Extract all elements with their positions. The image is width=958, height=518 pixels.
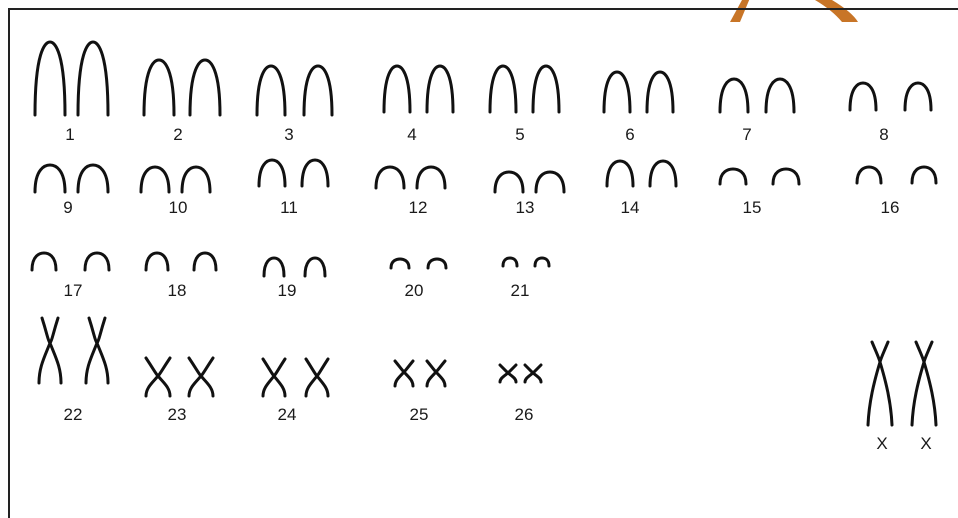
chromosome-22-b-right-strand	[97, 318, 108, 383]
chromosome-24-a-right-strand	[274, 359, 285, 396]
pair-label-24: 24	[278, 405, 297, 424]
chromosome-17-a	[32, 253, 56, 270]
chromosome-17-b	[85, 253, 109, 270]
chromosome-12-a	[376, 167, 404, 188]
pair-label-11: 11	[280, 198, 298, 217]
chromosome-8-b	[905, 83, 931, 110]
chromosome-8-a	[850, 83, 876, 110]
chromosome-24-b-right-strand	[317, 359, 328, 396]
pair-label-20: 20	[405, 281, 424, 300]
pair-label-2: 2	[173, 125, 182, 144]
chromosome-6-a	[604, 72, 630, 112]
pair-label-18: 18	[168, 281, 187, 300]
pair-label-21: 21	[511, 281, 530, 300]
sex-chromosome-1-left-strand	[868, 342, 880, 425]
chromosome-1-a	[35, 42, 65, 115]
pair-label-23: 23	[168, 405, 187, 424]
chromosome-3-a	[257, 66, 285, 115]
chromosome-16-b	[912, 167, 936, 183]
pair-label-17: 17	[64, 281, 83, 300]
pair-label-8: 8	[879, 125, 888, 144]
chromosome-24-a-left-strand	[263, 359, 274, 396]
chromosome-4-b	[427, 66, 453, 112]
chromosome-19-b	[305, 258, 325, 276]
pair-label-13: 13	[516, 198, 535, 217]
chromosome-15-b	[773, 169, 799, 184]
chromosome-23-a-left-strand	[146, 358, 158, 396]
pair-label-26: 26	[515, 405, 534, 424]
pair-label-5: 5	[515, 125, 524, 144]
pair-label-9: 9	[63, 198, 72, 217]
chromosome-22-a-left-strand	[39, 318, 50, 383]
chromosome-10-a	[141, 167, 169, 192]
chromosome-25-b-right-strand	[436, 361, 445, 386]
pair-label-22: 22	[64, 405, 83, 424]
chromosome-24-b-left-strand	[306, 359, 317, 396]
chromosome-6-b	[647, 72, 673, 112]
chromosome-19-a	[264, 258, 284, 276]
chromosome-14-b	[650, 161, 676, 186]
chromosome-13-b	[536, 172, 564, 192]
watermark	[730, 0, 858, 22]
chromosome-26-a-right-strand	[508, 365, 516, 382]
pair-label-6: 6	[625, 125, 634, 144]
chromosome-marks	[32, 42, 936, 425]
sex-chromosome-2-right-strand	[924, 342, 936, 425]
frame-border	[9, 9, 958, 518]
chromosome-18-b	[194, 253, 216, 270]
chromosome-20-a	[391, 259, 409, 268]
chromosome-22-a-right-strand	[50, 318, 61, 383]
chromosome-25-a-left-strand	[395, 361, 404, 386]
chromosome-7-a	[720, 79, 748, 112]
chromosome-9-a	[35, 165, 65, 192]
chromosome-4-a	[384, 66, 410, 112]
chromosome-23-a-right-strand	[158, 358, 170, 396]
chromosome-21-a	[503, 258, 517, 266]
sex-chromosome-label-1: X	[876, 434, 887, 453]
chromosome-12-b	[417, 167, 445, 188]
chromosome-5-a	[490, 66, 516, 112]
chromosome-21-b	[535, 258, 549, 266]
chromosome-7-b	[766, 79, 794, 112]
chromosome-26-b-right-strand	[533, 365, 541, 382]
chromosome-18-a	[146, 253, 168, 270]
chromosome-1-b	[78, 42, 108, 115]
watermark-shape-left	[730, 0, 750, 22]
pair-label-25: 25	[410, 405, 429, 424]
pair-label-15: 15	[743, 198, 762, 217]
chromosome-14-a	[607, 161, 633, 186]
chromosome-25-b-left-strand	[427, 361, 436, 386]
sex-chromosome-label-2: X	[920, 434, 931, 453]
pair-label-3: 3	[284, 125, 293, 144]
chromosome-9-b	[78, 165, 108, 192]
pair-label-12: 12	[409, 198, 428, 217]
pair-label-14: 14	[621, 198, 640, 217]
chromosome-16-a	[857, 167, 881, 183]
chromosome-3-b	[304, 66, 332, 115]
chromosome-2-b	[190, 60, 220, 115]
chromosome-22-b-left-strand	[86, 318, 97, 383]
pair-label-4: 4	[407, 125, 416, 144]
chromosome-2-a	[144, 60, 174, 115]
chromosome-5-b	[533, 66, 559, 112]
watermark-shape-right	[815, 0, 858, 22]
chromosome-23-b-left-strand	[189, 358, 201, 396]
chromosome-10-b	[182, 167, 210, 192]
chromosome-15-a	[720, 169, 746, 184]
chromosome-23-b-right-strand	[201, 358, 213, 396]
pair-label-19: 19	[278, 281, 297, 300]
pair-label-10: 10	[169, 198, 188, 217]
sex-chromosome-2-left-strand	[912, 342, 924, 425]
chromosome-11-b	[302, 160, 328, 186]
chromosome-11-a	[259, 160, 285, 186]
sex-chromosome-1-right-strand	[880, 342, 892, 425]
pair-label-7: 7	[742, 125, 751, 144]
chromosome-20-b	[428, 259, 446, 268]
pair-label-16: 16	[881, 198, 900, 217]
chromosome-13-a	[495, 172, 523, 192]
chromosome-25-a-right-strand	[404, 361, 413, 386]
pair-label-1: 1	[65, 125, 74, 144]
